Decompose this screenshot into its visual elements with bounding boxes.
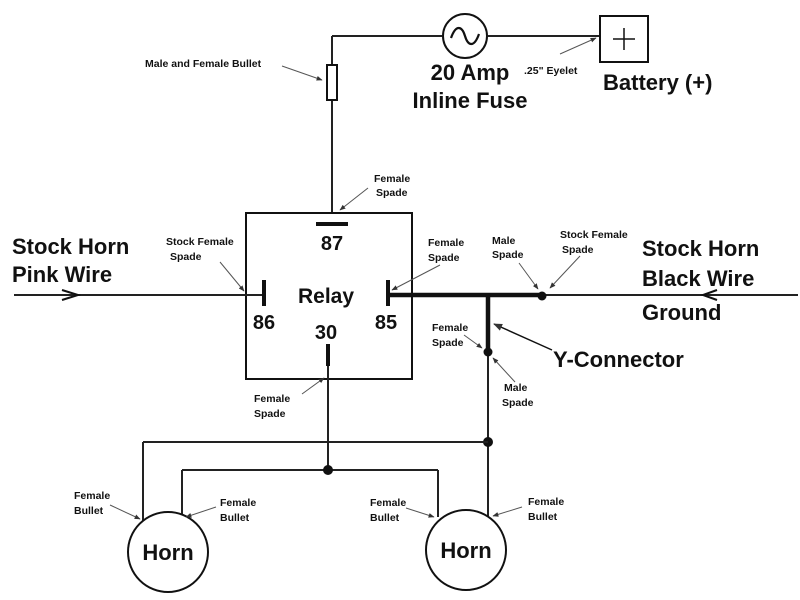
horn-wiring [142, 366, 488, 524]
label-male-spade-top-spade: Spade [492, 249, 524, 261]
label-30-spade: Spade [254, 408, 286, 420]
label-black-wire: Black Wire [642, 266, 754, 291]
label-ground-stock-female: Stock Female [560, 229, 628, 241]
label-87-spade: Spade [376, 187, 408, 199]
label-y-spade: Spade [432, 337, 464, 349]
label-stock-horn-right: Stock Horn [642, 236, 759, 261]
label-horn1-right-bullet: Bullet [220, 512, 250, 524]
label-y-connector: Y-Connector [553, 347, 684, 372]
fuse-label-line1: 20 Amp [431, 60, 510, 85]
horn-left-label: Horn [142, 540, 193, 565]
horn-left [127, 511, 209, 593]
label-horn2-left-female: Female [370, 497, 406, 509]
label-ground-spade: Spade [562, 244, 594, 256]
label-battery: Battery (+) [603, 70, 712, 95]
label-horn2-right-bullet: Bullet [528, 511, 558, 523]
pink-wire-line [14, 289, 262, 301]
label-lower-spade: Spade [502, 397, 534, 409]
bullet-connector [326, 64, 338, 101]
label-horn1-left-female: Female [74, 490, 110, 502]
label-86-stock-female: Stock Female [166, 236, 234, 248]
label-horn1-right-female: Female [220, 497, 256, 509]
relay-pin-30: 30 [315, 322, 337, 344]
label-y-female: Female [432, 322, 468, 334]
battery-plus-icon [599, 15, 649, 63]
label-lower-male: Male [504, 382, 528, 394]
label-86-spade: Spade [170, 251, 202, 263]
relay-pin-87: 87 [321, 233, 343, 255]
label-pink-wire: Pink Wire [12, 262, 112, 287]
label-male-female-bullet: Male and Female Bullet [145, 58, 262, 70]
relay-pin-85: 85 [375, 312, 397, 334]
fuse-label-line2: Inline Fuse [413, 88, 528, 113]
label-30-female: Female [254, 393, 290, 405]
label-horn2-left-bullet: Bullet [370, 512, 400, 524]
horn-right-label: Horn [440, 538, 491, 563]
leader-lines [109, 37, 597, 520]
male-spade-dot-lower [483, 347, 493, 357]
y-connector-arrow [493, 323, 553, 351]
junction-dot-center [323, 465, 333, 475]
relay-pin-86: 86 [253, 312, 275, 334]
label-male-spade-top-male: Male [492, 235, 516, 247]
male-spade-dot-top [537, 291, 547, 301]
horn-right [425, 509, 507, 591]
relay-title: Relay [298, 285, 354, 308]
label-stock-horn-left: Stock Horn [12, 234, 129, 259]
label-eyelet: .25" Eyelet [524, 65, 578, 77]
label-ground: Ground [642, 300, 721, 325]
label-85-female: Female [428, 237, 464, 249]
ground-wiring [388, 289, 798, 516]
label-horn1-left-bullet: Bullet [74, 505, 104, 517]
label-85-spade: Spade [428, 252, 460, 264]
label-87-female: Female [374, 173, 410, 185]
fuse-icon [442, 13, 488, 59]
label-horn2-right-female: Female [528, 496, 564, 508]
